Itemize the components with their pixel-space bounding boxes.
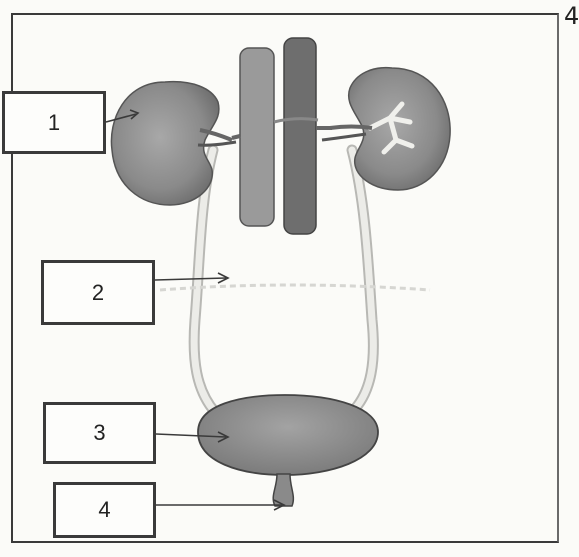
label-box-1: 1 [2, 91, 106, 154]
right-kidney [322, 68, 450, 190]
label-2-text: 2 [92, 280, 104, 306]
label-box-2: 2 [41, 260, 155, 325]
label-box-3: 3 [43, 402, 156, 464]
label-3-text: 3 [93, 420, 105, 446]
label-4-text: 4 [98, 497, 110, 523]
label-box-4: 4 [53, 482, 156, 538]
left-kidney [111, 82, 236, 205]
label-1-text: 1 [48, 110, 60, 136]
vena-cava [240, 48, 274, 226]
aorta [284, 38, 316, 234]
